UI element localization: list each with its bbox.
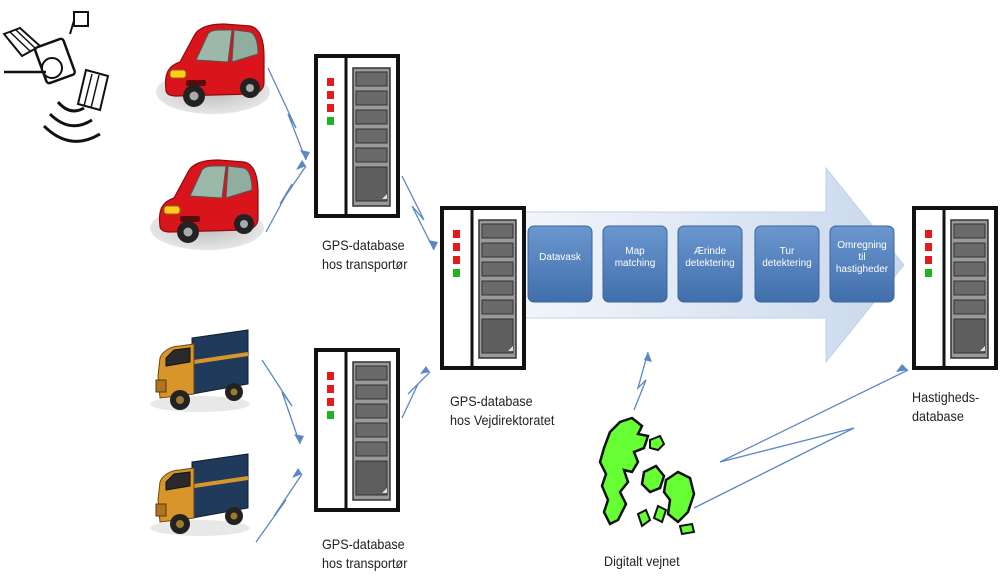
server-icon [440,206,526,370]
server-icon [912,206,998,370]
process-step-label: til [858,252,865,263]
server-icon [314,348,400,512]
truck-icon [148,452,252,538]
process-step-label: Map [625,246,645,257]
satellite-icon [2,11,110,143]
process-step-label: Ærinde [694,246,727,257]
process-step-box [602,225,668,303]
db-speed-label: Hastigheds- database [912,389,980,424]
process-step-box [677,225,743,303]
process-step-label: detektering [762,258,811,269]
process-step-box [527,225,593,303]
car-icon [155,23,271,115]
db-transport-1-label: GPS-database hos transportør [322,237,408,272]
process-step-label: hastigheder [836,264,889,275]
process-step-label: detektering [685,258,734,269]
link-arrowheads [292,150,908,478]
process-step-label: matching [615,258,656,269]
process-step: Datavask [527,225,593,303]
process-steps: DatavaskMapmatchingÆrindedetekteringTurd… [527,225,895,303]
denmark-map-icon [598,416,696,536]
truck-icon [148,328,252,414]
process-step-box [754,225,820,303]
car-icon [149,159,265,251]
process-step-label: Omregning [837,240,886,251]
db-transport-2-label: GPS-database hos transportør [322,536,408,571]
process-step-box [829,225,895,303]
server-icon [314,54,400,218]
process-step-label: Datavask [539,252,582,263]
data-links [255,67,909,543]
process-step-label: Tur [780,246,795,257]
road-network-label: Digitalt vejnet [604,553,680,569]
db-central-label: GPS-database hos Vejdirektoratet [450,393,555,428]
